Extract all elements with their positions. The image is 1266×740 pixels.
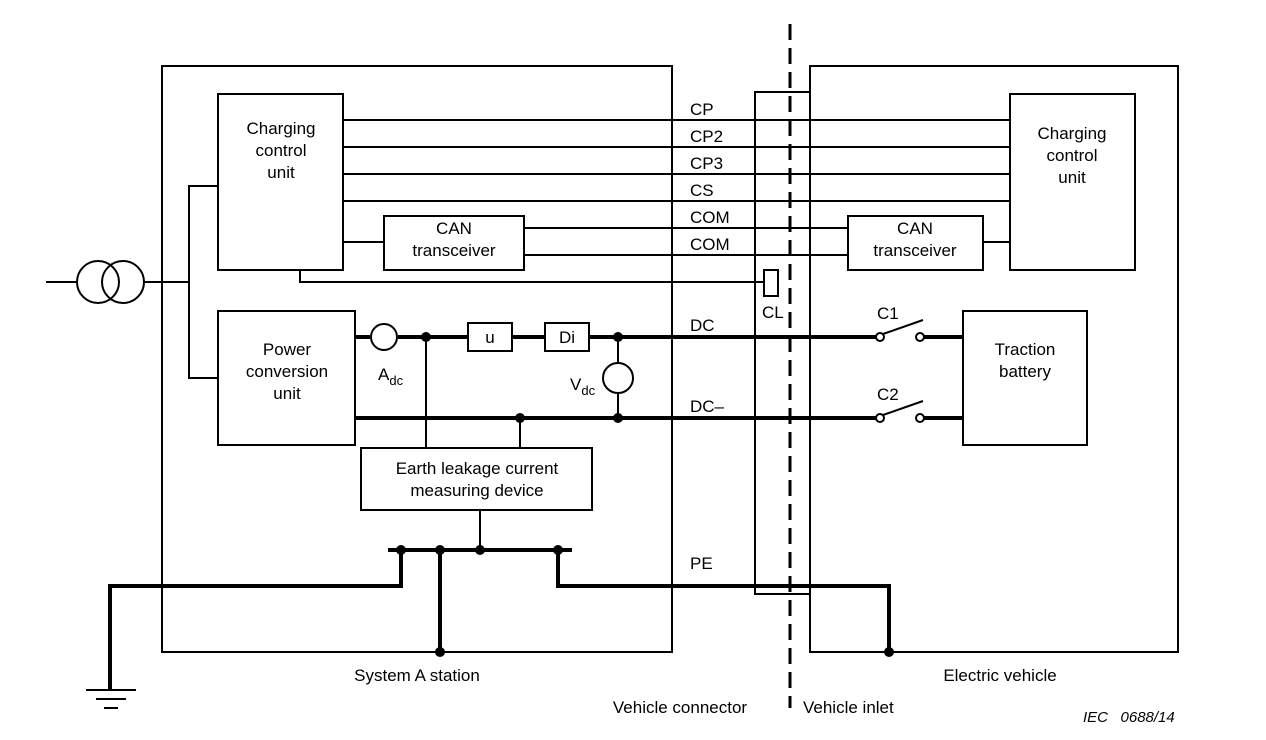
earth-wiring [86, 510, 891, 709]
station-charging-control-unit [217, 93, 344, 271]
signal-label-dc: DC [690, 316, 715, 335]
vehicle-charging-control-unit [1009, 93, 1136, 271]
ammeter-label: Adc [378, 365, 404, 388]
voltmeter-label-sub: dc [581, 383, 595, 398]
earth-leakage-device [360, 447, 593, 511]
vehicle-ccu-label-line-3: unit [1058, 168, 1086, 187]
internal-supply-bus [188, 185, 218, 379]
connector-interface [754, 91, 811, 595]
ammeter-label-main: A [378, 365, 390, 384]
di-box [544, 322, 590, 352]
iec-reference: IEC 0688/14 [1083, 709, 1175, 726]
vehicle-can-label-line-1: CAN [897, 219, 933, 238]
power-conversion-unit [217, 310, 356, 446]
pcu-label-line-1: Power [263, 340, 312, 359]
contactor-c1 [875, 319, 925, 342]
vehicle-can-transceiver [847, 215, 984, 271]
u-box-label: u [485, 328, 494, 347]
ammeter-label-sub: dc [389, 373, 403, 388]
u-box [467, 322, 513, 352]
di-box-label: Di [559, 328, 575, 347]
contactor-c2-label: C2 [877, 385, 899, 404]
mains-transformer [46, 260, 189, 304]
signal-label-cp2: CP2 [690, 127, 723, 146]
voltmeter-symbol [602, 362, 634, 394]
station-can-label-line-2: transceiver [412, 241, 495, 260]
contactor-c2 [875, 400, 925, 423]
ammeter-symbol [370, 323, 398, 351]
voltmeter-label: Vdc [570, 375, 596, 398]
signal-label-pe: PE [690, 554, 713, 573]
eld-label-line-2: measuring device [410, 481, 543, 500]
vehicle-can-label-line-2: transceiver [873, 241, 956, 260]
voltmeter-label-main: V [570, 375, 582, 394]
station-can-label-line-1: CAN [436, 219, 472, 238]
signal-label-dc-minus: DC– [690, 397, 725, 416]
junction-dots [396, 332, 894, 657]
signal-lines [299, 119, 1010, 283]
vehicle-label: Electric vehicle [943, 666, 1056, 685]
vehicle-connector-label: Vehicle connector [613, 698, 748, 717]
pcu-label-line-3: unit [273, 384, 301, 403]
pcu-label-line-2: conversion [246, 362, 328, 381]
signal-label-cs: CS [690, 181, 714, 200]
cl-label: CL [762, 303, 784, 322]
cl-resistor [763, 269, 779, 297]
signal-label-com-1: COM [690, 208, 730, 227]
vehicle-ccu-label-line-1: Charging [1038, 124, 1107, 143]
signal-label-cp3: CP3 [690, 154, 723, 173]
traction-battery [962, 310, 1088, 446]
battery-label-line-1: Traction [995, 340, 1056, 359]
signal-label-com-2: COM [690, 235, 730, 254]
signal-label-cp: CP [690, 100, 714, 119]
eld-label-line-1: Earth leakage current [396, 459, 559, 478]
contactor-c1-label: C1 [877, 304, 899, 323]
station-ccu-label-line-3: unit [267, 163, 295, 182]
battery-label-line-2: battery [999, 362, 1051, 381]
vehicle-inlet-label: Vehicle inlet [803, 698, 894, 717]
vehicle-ccu-label-line-2: control [1046, 146, 1097, 165]
station-ccu-label-line-1: Charging [247, 119, 316, 138]
station-ccu-label-line-2: control [255, 141, 306, 160]
station-enclosure [161, 65, 673, 653]
station-can-transceiver [383, 215, 525, 271]
station-label: System A station [354, 666, 480, 685]
